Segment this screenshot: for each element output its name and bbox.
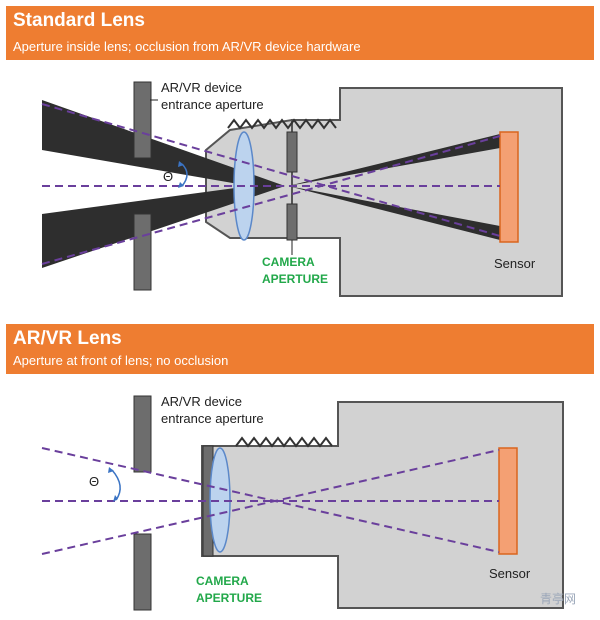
focus-ring	[227, 118, 337, 130]
camera-aperture-lower	[286, 203, 298, 241]
arvr-lens-diagram	[41, 395, 564, 611]
standard-lens-banner: Standard Lens Aperture inside lens; occl…	[6, 6, 594, 60]
arvr-lens-title: AR/VR Lens	[13, 328, 122, 349]
standard-lens-diagram	[41, 81, 563, 297]
ray-lower	[41, 135, 501, 265]
camera-body	[201, 401, 564, 609]
theta-arc	[181, 163, 188, 187]
arvr-theta-label: Θ	[89, 474, 100, 489]
device-aperture-lower	[133, 533, 152, 611]
camera-aperture-upper	[286, 131, 298, 173]
standard-lens-title: Standard Lens	[13, 10, 145, 31]
arvr-lens-subtitle: Aperture at front of lens; no occlusion	[13, 353, 229, 368]
watermark-text: 青亭网	[540, 592, 577, 606]
sensor	[498, 447, 518, 555]
device-aperture-lower	[133, 213, 152, 291]
image-cone-upper	[288, 134, 500, 186]
theta-arc	[111, 469, 121, 501]
device-aperture-upper	[133, 81, 152, 159]
sensor	[499, 131, 519, 243]
standard-device-aperture-label: AR/VR device entrance aperture	[161, 80, 264, 112]
arvr-camera-aperture-label: CAMERA APERTURE	[196, 574, 263, 605]
standard-camera-aperture-label: CAMERA APERTURE	[262, 255, 329, 286]
focus-ring	[235, 436, 333, 448]
standard-lens-subtitle: Aperture inside lens; occlusion from AR/…	[13, 39, 361, 54]
standard-sensor-label: Sensor	[494, 256, 536, 271]
image-cone-lower	[288, 186, 500, 240]
device-aperture-upper	[133, 395, 152, 473]
standard-theta-label: Θ	[163, 169, 174, 184]
arvr-lens-banner: AR/VR Lens Aperture at front of lens; no…	[6, 324, 594, 374]
arvr-device-aperture-label: AR/VR device entrance aperture	[161, 394, 264, 426]
occluded-cone-upper	[42, 100, 285, 186]
occluded-cone-lower	[42, 186, 285, 268]
ray-upper	[41, 103, 501, 237]
arvr-sensor-label: Sensor	[489, 566, 531, 581]
